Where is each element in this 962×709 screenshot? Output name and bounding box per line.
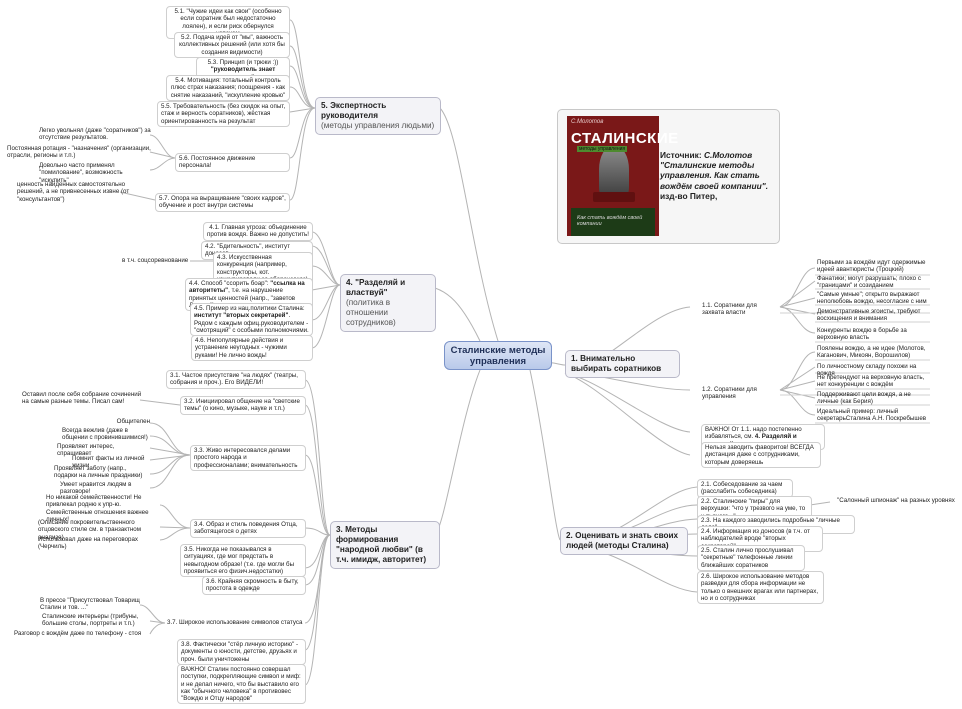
node-3-4[interactable]: 3.4. Образ и стиль поведения Отца, забот…: [190, 519, 306, 538]
branch-4[interactable]: 4. "Разделяй и властвуй" (политика в отн…: [340, 274, 436, 332]
source-text: Источник: С.Молотов "Сталинские методы у…: [660, 150, 778, 201]
node-5-7-side[interactable]: ценность найденных самостоятельно решени…: [17, 181, 130, 203]
node-3-2[interactable]: 3.2. Инициировал общение на "светские те…: [180, 396, 306, 415]
cover-bottom-band: [571, 208, 655, 236]
node-3-important[interactable]: ВАЖНО! Сталин постоянно совершал поступк…: [177, 664, 306, 705]
node-2-1[interactable]: 2.1. Собеседование за чаем (расслабить с…: [697, 479, 793, 498]
node-4-5-tail: . Рядом с каждым офиц.руководителем - "с…: [194, 312, 309, 334]
node-5-6[interactable]: 5.6. Постоянное движение персонала!: [175, 153, 290, 172]
node-5-6-item[interactable]: Довольно часто применял "помилование", в…: [39, 162, 123, 184]
node-1-2-item[interactable]: Поддерживают цели вождя, а не личные (ка…: [817, 391, 911, 406]
node-3-3-item[interactable]: Умеет нравится людям в разговоре!: [60, 481, 132, 496]
node-4-5-bold: институт "вторых секретарей": [194, 312, 289, 320]
node-3-7-item[interactable]: Разговор с вождём даже по телефону - сто…: [14, 630, 142, 637]
branch-4-title: 4. "Разделяй и властвуй": [346, 278, 406, 297]
node-1-2-item[interactable]: Не претендуют на верховную власть, нет к…: [817, 374, 925, 389]
node-3-7-item[interactable]: В прессе "Присутствовал Товарищ Сталин и…: [40, 597, 140, 612]
node-4-5-text: 4.5. Пример из нац.политики Сталина:: [194, 305, 305, 312]
node-1-1-item[interactable]: "Самые умные"; открыто выражают неполюбо…: [817, 291, 927, 306]
book-cover-image: С.Молотов СТАЛИНСКИЕ методы управления К…: [567, 116, 678, 236]
node-4-1[interactable]: 4.1. Главная угроза: объединение против …: [203, 222, 313, 241]
node-3-3-item[interactable]: Общителен: [116, 418, 150, 425]
central-topic[interactable]: Сталинские методы управления: [444, 341, 552, 370]
node-3-2-side[interactable]: Оставил после себя собрание сочинений на…: [22, 391, 142, 406]
branch-2[interactable]: 2. Оценивать и знать своих людей (методы…: [560, 527, 688, 555]
node-3-4-item[interactable]: (Описание покровительственного отцовског…: [38, 519, 141, 541]
node-3-1[interactable]: 3.1. Частое присутствие "на людях" (теат…: [166, 370, 306, 389]
node-5-2[interactable]: 5.2. Подача идей от "мы", важность колле…: [174, 32, 290, 58]
node-3-6[interactable]: 3.6. Крайняя скромность в быту, простота…: [202, 576, 306, 595]
node-3-3-item[interactable]: Помнит факты из личной жизни: [72, 455, 145, 470]
branch-1[interactable]: 1. Внимательно выбирать соратников: [565, 350, 680, 378]
node-5-4[interactable]: 5.4. Мотивация: тотальный контроль плюс …: [166, 75, 290, 101]
source-author: С.Молотов: [703, 150, 753, 160]
node-1-favorites[interactable]: Нельзя заводить фаворитов! ВСЕГДА дистан…: [701, 442, 821, 468]
branch-5[interactable]: 5. Экспертность руководителя (методы упр…: [315, 97, 441, 135]
cover-subtitle: методы управления: [577, 146, 628, 152]
node-1-2[interactable]: 1.2. Соратники для управления: [702, 386, 757, 401]
node-2-6[interactable]: 2.6. Широкое использование методов разве…: [697, 571, 824, 605]
node-1-important-text: ВАЖНО! От 1.1. надо постепенно избавлять…: [705, 426, 802, 441]
node-5-3-text: 5.3. Принцип (и трюки :)): [207, 59, 279, 66]
node-3-7-item[interactable]: Сталинские интерьеры (трибуны, большие с…: [42, 613, 139, 628]
node-3-3-item[interactable]: Всегда вежлив (даже в общении с провинив…: [62, 427, 148, 442]
node-3-3-item[interactable]: Проявляет интерес, спрашивает: [57, 443, 115, 458]
branch-1-title: 1. Внимательно выбирать соратников: [571, 354, 662, 373]
pedestal-illustration: [593, 192, 635, 202]
source-title: "Сталинские методы управления. Как стать…: [660, 160, 769, 191]
branch-5-title: 5. Экспертность руководителя: [321, 101, 387, 120]
node-1-2-item[interactable]: Идеальный пример: личный секретарьСталин…: [817, 408, 927, 423]
branch-3[interactable]: 3. Методы формирования "народной любви" …: [330, 521, 440, 569]
node-1-2-item[interactable]: Поялены вождю, а не идее (Молотов, Каган…: [817, 345, 926, 360]
node-4-4-bold: "ссылка на авторитеты": [189, 280, 305, 295]
node-3-4-item[interactable]: Использовал даже на переговорах (Черчиль…: [38, 536, 139, 551]
node-3-4-item[interactable]: Но никакой семейственности! Не привлекал…: [46, 494, 149, 523]
branch-2-title: 2. Оценивать и знать своих людей (методы…: [566, 531, 679, 550]
source-card[interactable]: С.Молотов СТАЛИНСКИЕ методы управления К…: [557, 109, 780, 244]
node-3-3-item[interactable]: Проявляет заботу (напр., подарки на личн…: [54, 465, 143, 480]
node-5-6-item[interactable]: Легко увольнял (даже "соратников") за от…: [39, 127, 151, 142]
node-1-1-item[interactable]: Фанатики; могут разрушать; плохо с "гран…: [817, 275, 921, 290]
cover-title: СТАЛИНСКИЕ: [571, 130, 679, 147]
node-3-3[interactable]: 3.3. Живо интересовался делами простого …: [190, 445, 306, 471]
node-1-1-item[interactable]: Первыми за вождём идут одержимые идеей а…: [817, 259, 926, 274]
source-publisher: изд-во Питер,: [660, 190, 718, 201]
branch-4-subtitle: (политика в отношении сотрудников): [346, 298, 396, 327]
node-2-5[interactable]: 2.5. Сталин лично прослушивал "секретные…: [697, 545, 805, 571]
cover-tagline: Как стать вождём своей компании: [577, 215, 643, 227]
branch-3-title: 3. Методы формирования "народной любви" …: [336, 525, 427, 564]
node-3-7[interactable]: 3.7. Широкое использование символов стат…: [167, 619, 303, 626]
node-4-6[interactable]: 4.6. Непопулярные действия и устранение …: [191, 335, 313, 361]
branch-5-subtitle: (методы управления людьми): [321, 121, 435, 130]
bust-illustration: [599, 146, 629, 198]
node-5-5[interactable]: 5.5. Требовательность (без скидок на опы…: [157, 101, 290, 127]
node-4-4-text: 4.4. Способ "ссорить боар":: [189, 280, 269, 287]
node-3-8[interactable]: 3.8. Фактически "стёр личную историю" - …: [177, 639, 306, 665]
source-label: Источник:: [660, 150, 702, 160]
node-1-1-item[interactable]: Демонстративные эгоисты, требуют восхище…: [817, 308, 921, 323]
node-1-1-item[interactable]: Конкуренты вождю в борьбе за верховную в…: [817, 327, 907, 342]
node-5-6-item[interactable]: Постоянная ротация - "назначения" (орган…: [7, 145, 151, 160]
node-3-5[interactable]: 3.5. Никогда не показывался в ситуациях,…: [180, 544, 306, 578]
node-2-2-side[interactable]: "Салонный шпионаж" на разных уровнях: [837, 497, 955, 504]
central-title: Сталинские методы управления: [450, 345, 546, 367]
node-4-5[interactable]: 4.5. Пример из нац.политики Сталина: инс…: [190, 303, 313, 337]
node-1-1[interactable]: 1.1. Соратники для захвата власти: [702, 302, 757, 317]
node-5-7[interactable]: 5.7. Опора на выращивание "своих кадров"…: [155, 193, 290, 212]
cover-author: С.Молотов: [571, 119, 604, 125]
node-4-3-side[interactable]: в т.ч. соцсоревнование: [122, 257, 189, 264]
node-1-2-item[interactable]: По личностному складу похожи на вождя: [817, 363, 917, 378]
